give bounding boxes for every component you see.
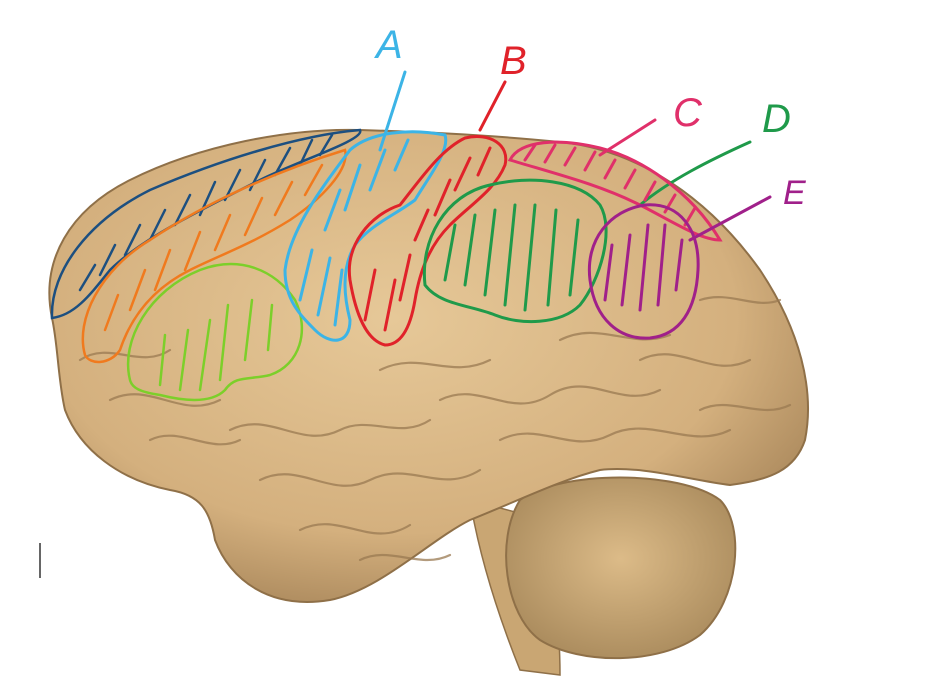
leader-A xyxy=(378,70,407,152)
leader-D xyxy=(638,140,752,207)
region-B xyxy=(347,80,508,347)
region-A xyxy=(283,70,448,342)
region-dark-blue xyxy=(50,128,362,320)
label-D: D xyxy=(762,97,791,141)
region-D xyxy=(422,140,752,324)
label-A: A xyxy=(374,23,403,67)
leader-C xyxy=(598,118,657,157)
leader-E xyxy=(688,195,772,242)
sulci xyxy=(78,296,792,562)
leader-B xyxy=(478,80,507,132)
cerebellum xyxy=(505,476,737,660)
region-C xyxy=(507,118,723,242)
region-light-green xyxy=(126,262,304,402)
label-E: E xyxy=(783,174,806,212)
label-C: C xyxy=(673,91,703,135)
label-B: B xyxy=(500,39,527,83)
region-E xyxy=(587,195,772,340)
